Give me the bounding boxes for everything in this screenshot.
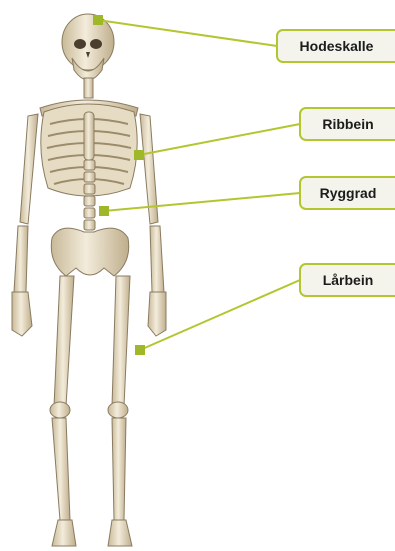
femur-label: Lårbein [299, 263, 395, 297]
right-foot [108, 520, 132, 546]
right-hand [148, 292, 166, 336]
right-knee [108, 402, 128, 418]
skull [62, 14, 114, 70]
right-forearm [150, 226, 164, 292]
skull-label: Hodeskalle [276, 29, 395, 63]
neck [84, 78, 93, 98]
skull-leader-line [98, 20, 277, 46]
right-tibia [112, 418, 126, 520]
sternum [84, 112, 94, 160]
spine-label: Ryggrad [299, 176, 395, 210]
left-hand [12, 292, 32, 336]
left-foot [52, 520, 76, 546]
spine-leader-line [104, 193, 300, 211]
pelvis [51, 228, 128, 276]
ribs-marker [134, 150, 144, 160]
left-femur [54, 276, 74, 406]
left-humerus [20, 114, 38, 224]
ribs-leader-line [139, 124, 300, 155]
left-forearm [14, 226, 28, 292]
spine-marker [99, 206, 109, 216]
ribs-label: Ribbein [299, 107, 395, 141]
femur-marker [135, 345, 145, 355]
right-femur [112, 276, 130, 406]
skull-marker [93, 15, 103, 25]
left-knee [50, 402, 70, 418]
left-tibia [52, 418, 70, 520]
